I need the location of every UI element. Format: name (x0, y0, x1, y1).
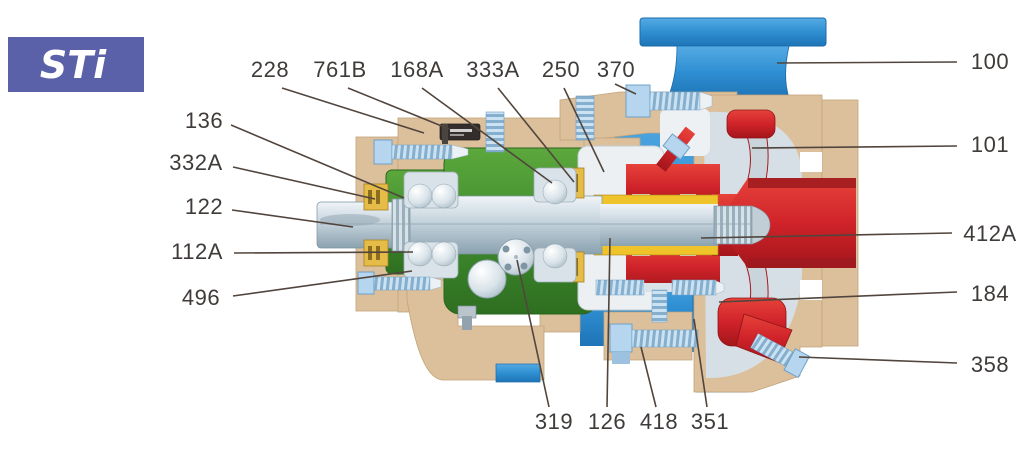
leader-line-761B (347, 87, 450, 130)
callout-370: 370 (596, 57, 636, 82)
leader-line-351 (693, 318, 708, 408)
leader-line-228 (281, 87, 425, 134)
leader-lines (230, 61, 958, 408)
leader-line-100 (776, 61, 958, 64)
callout-126: 126 (587, 409, 627, 434)
callout-122: 122 (184, 194, 224, 219)
gland-stud (575, 95, 595, 141)
callout-136: 136 (184, 108, 224, 133)
thrust-bearing-ball (407, 183, 433, 209)
callout-228: 228 (250, 57, 290, 82)
adapter-stud (595, 279, 645, 296)
leader-line-112A (233, 251, 414, 254)
flush-fitting (656, 126, 696, 172)
sti-logo-text: STi (39, 42, 107, 87)
suction-bore (716, 178, 856, 268)
callout-418: 418 (639, 409, 679, 434)
nameplate-screw (442, 124, 448, 144)
callout-112A: 112A (171, 239, 223, 264)
leader-line-319 (516, 259, 550, 408)
sti-logo: STi (8, 37, 144, 92)
callout-101: 101 (970, 132, 1010, 157)
leader-line-333A (497, 87, 575, 183)
leader-line-358 (798, 356, 958, 364)
foot-pad (495, 363, 541, 383)
leader-line-412A (700, 232, 953, 239)
casing-drain-plug (750, 333, 811, 379)
nameplate (439, 123, 481, 144)
shaft-sleeve-top (593, 194, 719, 206)
jack-bolt-head (609, 323, 633, 353)
impeller (712, 109, 856, 363)
jack-bolt (631, 329, 699, 348)
frame-foot (406, 279, 545, 381)
callout-250: 250 (541, 57, 581, 82)
leader-line-184 (718, 291, 958, 303)
casing-bolt-head (625, 84, 651, 118)
callout-332A: 332A (169, 150, 223, 175)
callout-319: 319 (534, 409, 574, 434)
fasteners (357, 84, 811, 379)
callout-333A: 333A (466, 57, 520, 82)
bearings (403, 167, 577, 283)
frame-bolt-head (373, 139, 393, 165)
frame-drain-stem (462, 316, 472, 330)
leader-line-418 (640, 346, 657, 408)
callout-351: 351 (690, 409, 730, 434)
leader-line-101 (751, 145, 958, 149)
callout-761B: 761B (313, 57, 367, 82)
leader-line-370 (614, 83, 637, 95)
callout-412A: 412A (963, 221, 1017, 246)
callout-184: 184 (970, 281, 1010, 306)
callout-358: 358 (970, 352, 1010, 377)
radial-bearing-ball (542, 179, 568, 205)
leader-line-250 (563, 87, 605, 173)
leader-line-168A (421, 87, 553, 184)
discharge-flange (639, 17, 827, 47)
discharge-nozzle (667, 45, 790, 99)
leader-line-126 (606, 237, 611, 408)
keyway (320, 214, 380, 226)
callout-168A: 168A (390, 57, 444, 82)
shaft-sleeve-bottom (593, 244, 719, 256)
oil-sight-window (467, 238, 535, 299)
leader-line-332A (232, 166, 376, 200)
leader-line-122 (231, 209, 354, 228)
frame-stud (485, 111, 505, 153)
callout-100: 100 (970, 49, 1010, 74)
leader-line-496 (232, 270, 413, 297)
callout-496: 496 (181, 285, 221, 310)
leader-line-136 (230, 124, 405, 199)
